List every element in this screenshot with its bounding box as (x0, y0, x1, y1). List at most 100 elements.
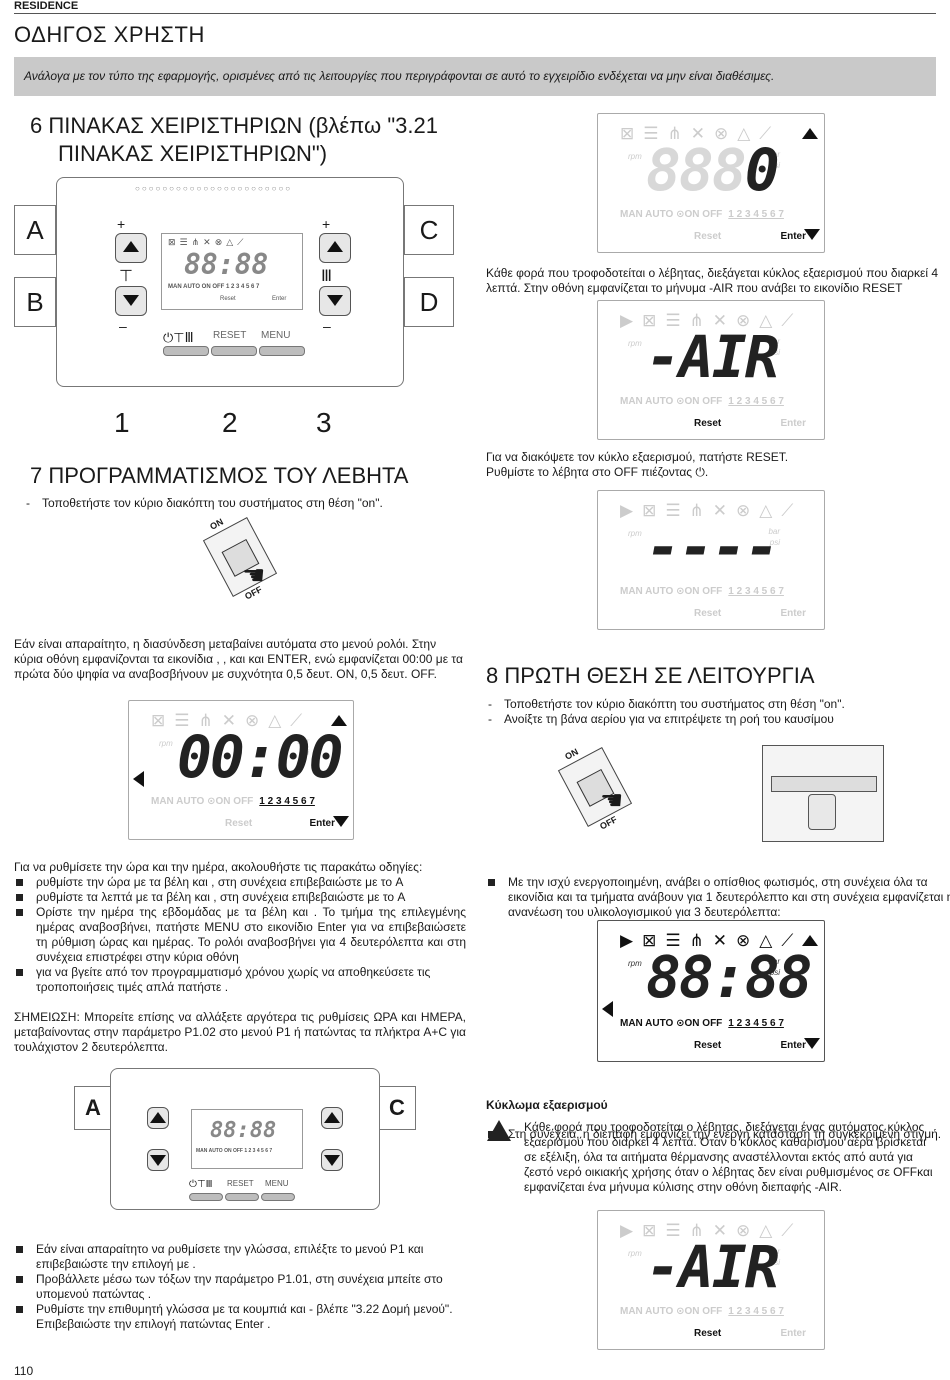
button-2-reset-pill[interactable] (225, 1193, 259, 1201)
enter-indicator: Enter (309, 818, 335, 829)
rpm-unit: rpm (628, 152, 642, 161)
button-a-up[interactable] (147, 1107, 169, 1129)
man-auto: MAN AUTO (620, 1306, 674, 1317)
on-off: ON OFF (684, 209, 723, 220)
arrow-down-icon (333, 816, 349, 827)
reset-label: RESET (213, 330, 247, 341)
day-segments: 1 2 3 4 5 6 7 (728, 1018, 784, 1029)
arrow-down-icon (150, 1155, 166, 1166)
clock-step-1: ρυθμίστε την ώρα με τα βέλη και , στη συ… (14, 875, 466, 890)
psi-unit: psi (769, 161, 780, 170)
section-6-heading-line1: 6 ΠΙΝΑΚΑΣ ΧΕΙΡΙΣΤΗΡΙΩΝ (βλέπω "3.21 (30, 113, 438, 138)
bar-unit: bar (768, 957, 780, 966)
clock-intro: Για να ρυθμίσετε την ώρα και την ημέρα, … (14, 860, 423, 874)
mini-man-auto: MAN AUTO (168, 284, 200, 290)
clock-step-2: ρυθμίστε τα λεπτά με τα βέλη και , στη σ… (14, 890, 466, 905)
button-1-pill[interactable] (163, 346, 209, 356)
day-segments: 1 2 3 4 5 6 7 (728, 1306, 784, 1317)
lcd-icon-row: ▶⊠☰⋔✕⊗△⟋ (620, 931, 803, 950)
valve-body (808, 794, 836, 830)
button-3-menu-pill[interactable] (259, 346, 305, 356)
clock-step-3: Ορίστε την ημέρα της εβδομάδας με τα βέλ… (14, 905, 466, 965)
button-3-menu-pill[interactable] (261, 1193, 295, 1201)
lcd-digits: -AIR (646, 1233, 780, 1301)
bar-unit: bar (768, 1247, 780, 1256)
bar-unit: bar (297, 737, 309, 746)
man-auto: MAN AUTO (620, 396, 674, 407)
section-8-heading: 8 ΠΡΩΤΗ ΘΕΣΗ ΣΕ ΛΕΙΤΟΥΡΓΙΑ (486, 663, 815, 688)
enter-indicator: Enter (780, 418, 806, 429)
main-switch-illustration: ON OFF (202, 516, 278, 602)
button-d-down[interactable] (321, 1149, 343, 1171)
day-segments: 1 2 3 4 5 6 7 (259, 796, 315, 807)
page-title: ΟΔΗΓΟΣ ΧΡΗΣΤΗ (14, 22, 205, 47)
lcd-display-dashes: ▶⊠☰⋔✕⊗△⟋ rpm bar psi ---- MAN AUTO ⊙ON O… (597, 490, 825, 630)
psi-unit: psi (298, 748, 309, 757)
reset-indicator: Reset (694, 608, 722, 619)
mini-reset: Reset (220, 296, 236, 302)
psi-unit: psi (769, 538, 780, 547)
section-6-heading: 6 ΠΙΝΑΚΑΣ ΧΕΙΡΙΣΤΗΡΙΩΝ (βλέπω "3.21 ΠΙΝΑ… (30, 112, 450, 168)
lcd-digits: ---- (646, 513, 780, 581)
language-instructions: Εάν είναι απαραίτητο να ρυθμίσετε την γλ… (14, 1242, 466, 1332)
label-b: B (14, 277, 56, 327)
lcd-digits: 8880 (646, 136, 780, 204)
rpm-unit: rpm (628, 1249, 642, 1258)
interrupt-line-2: Ρυθμίστε το λέβητα στο OFF πιέζοντας (486, 465, 693, 479)
warning-icon (487, 1120, 511, 1141)
on-off: ON OFF (684, 1306, 723, 1317)
switch-on-label: ON (563, 746, 580, 762)
tap-icon: ⊤ (119, 268, 133, 285)
button-a-up[interactable] (115, 233, 147, 263)
lcd-icon-row: ⊠☰⋔✕⊗△⟋ (151, 711, 312, 730)
control-panel: ○○○○○○○○○○○○○○○○○○○○○○○ + + – – ⊤ Ⅲ ⊠☰⋔✕… (56, 177, 404, 387)
section-8-item-2: Ανοίξτε τη βάνα αερίου για να επιτρέψετε… (486, 712, 938, 727)
lcd-display-all-on: ▶⊠☰⋔✕⊗△⟋ rpm bar psi 88:88 MAN AUTO ⊙ON … (597, 920, 825, 1062)
switch-on-label: ON (208, 516, 225, 532)
on-off: ON OFF (684, 396, 723, 407)
lcd-icon-row: ▶⊠☰⋔✕⊗△⟋ (620, 311, 803, 330)
power-icon: ⏻ (695, 465, 705, 479)
man-auto: MAN AUTO (620, 209, 674, 220)
callout-3: 3 (316, 407, 332, 438)
on-off: ON OFF (215, 796, 254, 807)
enter-indicator: Enter (780, 231, 806, 242)
mini-lcd: ⊠☰⋔✕⊗△⟋ 88:88 MAN AUTO ON OFF 1 2 3 4 5 … (161, 233, 303, 310)
language-step-3: Ρυθμίστε την επιθυμητή γλώσσα με τα κουμ… (14, 1302, 466, 1332)
lcd-display-air: ▶⊠☰⋔✕⊗△⟋ rpm bar psi -AIR MAN AUTO ⊙ON O… (597, 300, 825, 440)
on-off: ON OFF (684, 1018, 723, 1029)
air-cycle-paragraph: Κάθε φορά που τροφοδοτείται ο λέβητας, δ… (486, 266, 939, 295)
lcd-icon-row: ▶⊠☰⋔✕⊗△⟋ (620, 501, 803, 520)
button-c-up[interactable] (319, 233, 351, 263)
lcd-icon-row: ⊠☰⋔✕⊗△⟋ (620, 124, 781, 143)
button-d-down[interactable] (319, 286, 351, 316)
mini-on-off: ON OFF (224, 1148, 243, 1154)
availability-banner: Ανάλογα με τον τύπο της εφαρμογής, ορισμ… (14, 57, 936, 96)
venting-subheading: Κύκλωμα εξαερισμού (486, 1098, 608, 1112)
section-8-item-1: Τοποθετήστε τον κύριο διακόπτη του συστή… (486, 697, 938, 712)
rpm-unit: rpm (159, 739, 173, 748)
rpm-unit: rpm (628, 959, 642, 968)
lcd-digits: 88:88 (646, 943, 813, 1011)
arrow-up-icon (327, 241, 343, 252)
section-6-heading-line2: ΠΙΝΑΚΑΣ ΧΕΙΡΙΣΤΗΡΙΩΝ") (58, 141, 328, 166)
button-1-pill[interactable] (189, 1193, 223, 1201)
menu-label: MENU (265, 1179, 289, 1188)
button-b-down[interactable] (147, 1149, 169, 1171)
mini-lcd-modes: MAN AUTO ON OFF 1 2 3 4 5 6 7 (168, 284, 259, 290)
clock-instructions: Για να ρυθμίσετε την ώρα και την ημέρα, … (14, 860, 466, 1055)
button-2-reset-pill[interactable] (211, 346, 257, 356)
lcd-display-air-2: ▶⊠☰⋔✕⊗△⟋ rpm bar psi -AIR MAN AUTO ⊙ON O… (597, 1210, 825, 1350)
language-step-2: Προβάλλετε μέσω των τόξων την παράμετρο … (14, 1272, 466, 1302)
mini-man-auto: MAN AUTO (196, 1148, 223, 1154)
arrow-up-icon (324, 1112, 340, 1123)
button-b-down[interactable] (115, 286, 147, 316)
switch-off-label: OFF (598, 814, 619, 832)
button-c-up[interactable] (321, 1107, 343, 1129)
arrow-up-icon (331, 715, 347, 726)
mini-enter: Enter (272, 296, 287, 302)
mini-lcd-digits: 88:88 (184, 248, 269, 281)
